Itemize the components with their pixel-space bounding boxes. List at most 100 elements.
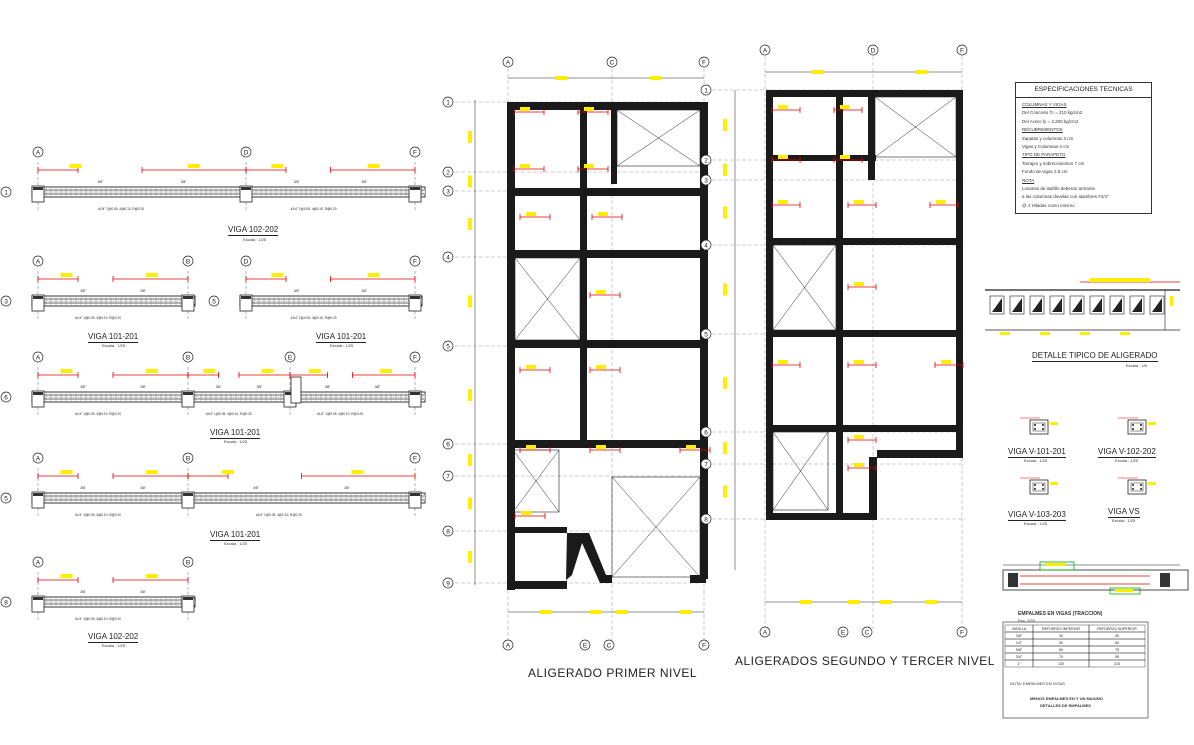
aligerado-detail-title: DETALLE TIPICO DE ALIGERADO: [1032, 351, 1158, 362]
spec-line: Tarrajeo y sobrecimientos 7 cm: [1022, 160, 1085, 166]
axis-label: A: [36, 354, 41, 361]
dimension-mark: [146, 470, 158, 474]
opening-x: [611, 476, 701, 578]
axis-label: 8: [446, 528, 450, 535]
opening: [772, 431, 829, 511]
axis-bubble: [409, 452, 421, 464]
wall: [869, 457, 877, 520]
column-cap: [241, 296, 251, 299]
rebar-tag: 3/8": [294, 180, 300, 184]
axis-bubble: [502, 56, 514, 68]
axis-bubble: [759, 626, 771, 638]
column-cap: [183, 493, 193, 496]
axis-label: 3: [4, 298, 8, 305]
axis-label: F: [413, 455, 417, 462]
dimension-mark: [468, 175, 472, 188]
dimension-mark: [723, 442, 727, 454]
splice-cell-text: 3/4": [1016, 655, 1023, 659]
beam-scale: Escala : 1/25: [243, 237, 267, 242]
wall: [766, 513, 876, 520]
axis-label: 3: [704, 177, 708, 184]
dimension-mark: [616, 610, 628, 614]
axis-label: C: [610, 59, 615, 66]
axis-label: 7: [704, 461, 708, 468]
rebar-tag: 3/8": [362, 289, 368, 293]
section-outline: [1029, 419, 1049, 435]
rebar-note: #1/4" 1@0.05, 4@0.10, R@0.20: [256, 513, 302, 517]
rebar-dot: [1042, 484, 1044, 486]
opening-x: [512, 449, 560, 513]
dimension-mark: [925, 600, 937, 604]
dimension-mark: [1170, 296, 1173, 306]
rebar-dot: [1034, 424, 1036, 426]
opening-x: [616, 109, 701, 167]
axis-label: F: [413, 258, 417, 265]
dimension-mark: [936, 200, 946, 204]
rebar-tag: 3/8": [80, 385, 86, 389]
axis-bubble: [32, 255, 44, 267]
axis-bubble: [700, 84, 712, 96]
dimension-mark: [1080, 332, 1090, 335]
brick-hatch: [1152, 298, 1162, 312]
splice-cell-text: 60: [1059, 648, 1063, 652]
rebar-dot: [1132, 424, 1134, 426]
dimension-mark: [60, 470, 73, 474]
dimension-mark: [854, 435, 864, 439]
axis-label: F: [413, 354, 417, 361]
dimension-mark: [468, 218, 472, 230]
axis-label: F: [702, 642, 706, 649]
beam-core: [32, 189, 425, 195]
axis-label: 1: [704, 87, 708, 94]
rebar-tag: 3/8": [140, 486, 146, 490]
axis-bubble: [956, 44, 968, 56]
splice-cell-text: 3/8": [1016, 634, 1023, 638]
axis-label: D: [871, 47, 876, 54]
dimension-mark: [380, 369, 392, 373]
column-cap: [410, 392, 420, 395]
dimension-mark: [367, 273, 380, 277]
beam-sections: [1020, 417, 1156, 495]
splice-scale: Esc. 1/25: [1018, 618, 1035, 623]
section-scale: Escala : 1/25: [1115, 458, 1139, 463]
splice-footer: DETALLES DE EMPALMES: [1040, 703, 1091, 708]
rebar-note: #1/4" 1@0.05, 4@0.10, R@0.20: [317, 412, 363, 416]
rebar-tag: 3/8": [257, 385, 263, 389]
axis-label: C: [865, 629, 870, 636]
spec-line: TIPO DE PARAPETO: [1022, 152, 1066, 158]
wall: [766, 155, 876, 161]
axis-label: A: [763, 47, 768, 54]
dimension-mark: [1050, 422, 1058, 425]
dimension-mark: [723, 283, 727, 296]
axis-label: E: [583, 642, 588, 649]
axis-bubble: [182, 255, 194, 267]
dimension-mark: [1120, 332, 1130, 335]
axis-bubble: [442, 577, 454, 589]
dimension-mark: [526, 212, 536, 216]
brick-hatch: [1072, 298, 1082, 312]
dimension-mark: [596, 365, 606, 369]
dimension-mark: [1000, 332, 1010, 335]
axis-label: A: [506, 642, 511, 649]
splice-title: EMPALMES EN VIGAS (TRACCION): [1018, 611, 1103, 617]
axis-bubble: [759, 44, 771, 56]
dimension-mark: [854, 282, 864, 286]
dimension-mark: [69, 164, 82, 168]
rebar-dot: [1132, 488, 1134, 490]
splice-cell-text: REFUERZO SUPERIOR: [1097, 627, 1137, 631]
axis-label: B: [186, 559, 190, 566]
rebar-tag: 3/8": [344, 486, 350, 490]
beam-title: VIGA 102-202: [88, 632, 139, 643]
rebar-note: #1/4" 1@0.05, 4@0.10, R@0.20: [75, 316, 121, 320]
column-cap: [33, 392, 43, 395]
axis-bubble: [442, 525, 454, 537]
axis-bubble: [442, 438, 454, 450]
rebar-tag: 3/8": [80, 289, 86, 293]
dimension-mark: [584, 164, 594, 168]
plan1-title: ALIGERADO PRIMER NIVEL: [528, 666, 698, 680]
spec-line: COLUMNAS Y VIGAS: [1022, 102, 1067, 107]
dimension-mark: [468, 295, 472, 308]
axis-bubble: [442, 340, 454, 352]
dimension-mark: [468, 454, 472, 466]
